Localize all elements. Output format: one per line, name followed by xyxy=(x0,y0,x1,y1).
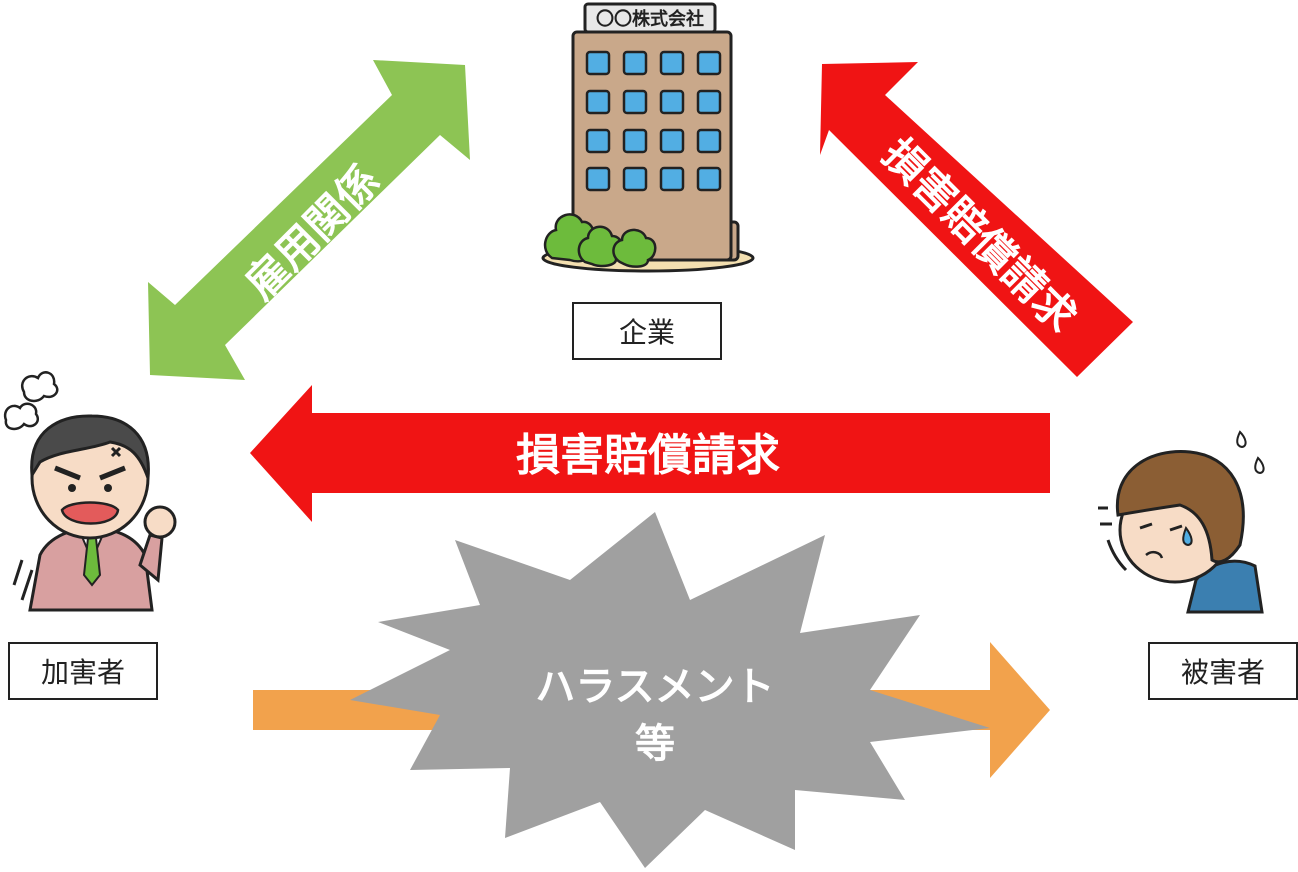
victim-eyes xyxy=(1139,522,1183,532)
claim-to-perpetrator-arrow-label: 損害賠償請求 xyxy=(516,430,780,481)
anger-smoke-icon xyxy=(3,371,59,431)
harassment-burst-shape xyxy=(350,512,990,868)
victim-icon xyxy=(1098,430,1265,614)
claim-to-company-arrow: 損害賠償請求 xyxy=(820,62,1133,377)
claim-to-perpetrator-arrow: 損害賠償請求 xyxy=(250,385,1050,522)
perpetrator-fist xyxy=(143,505,177,539)
building-sign-text: 〇〇株式会社 xyxy=(596,8,704,30)
anger-mark-icon xyxy=(110,446,122,458)
perpetrator-hair xyxy=(30,414,150,480)
building-sign xyxy=(583,2,717,34)
victim-tear-icon xyxy=(1182,525,1193,547)
victim-hair xyxy=(1115,450,1245,564)
perpetrator-eye-left xyxy=(68,484,76,492)
victim-shake-lines xyxy=(1098,506,1128,572)
building-trees xyxy=(543,213,657,268)
employment-arrow-shape xyxy=(148,60,470,380)
perpetrator-tie xyxy=(82,537,102,587)
sweat-drop-icon-2 xyxy=(1254,456,1265,475)
victim-label: 被害者 xyxy=(1148,642,1298,700)
claim-to-perpetrator-arrow-shape xyxy=(250,385,1050,522)
claim-to-company-arrow-shape xyxy=(820,62,1133,377)
perpetrator-label: 加害者 xyxy=(8,642,158,700)
building-windows xyxy=(585,50,722,192)
perpetrator-mouth xyxy=(60,501,120,525)
harassment-burst: ハラスメント 等 xyxy=(350,512,990,868)
shake-lines xyxy=(12,559,34,601)
perpetrator-icon xyxy=(3,371,177,612)
harassment-label-line2: 等 xyxy=(635,721,675,767)
sweat-drop-icon xyxy=(1236,430,1247,449)
victim-mouth xyxy=(1145,550,1164,559)
claim-to-company-arrow-label: 損害賠償請求 xyxy=(873,129,1086,342)
harassment-label-line1: ハラスメント xyxy=(535,664,774,710)
perpetrator-eye-right xyxy=(104,484,112,492)
company-building-icon: 〇〇株式会社 xyxy=(541,2,755,273)
employment-arrow: 雇用関係 xyxy=(148,60,470,380)
company-label: 企業 xyxy=(572,302,722,360)
perpetrator-brows xyxy=(54,465,126,481)
